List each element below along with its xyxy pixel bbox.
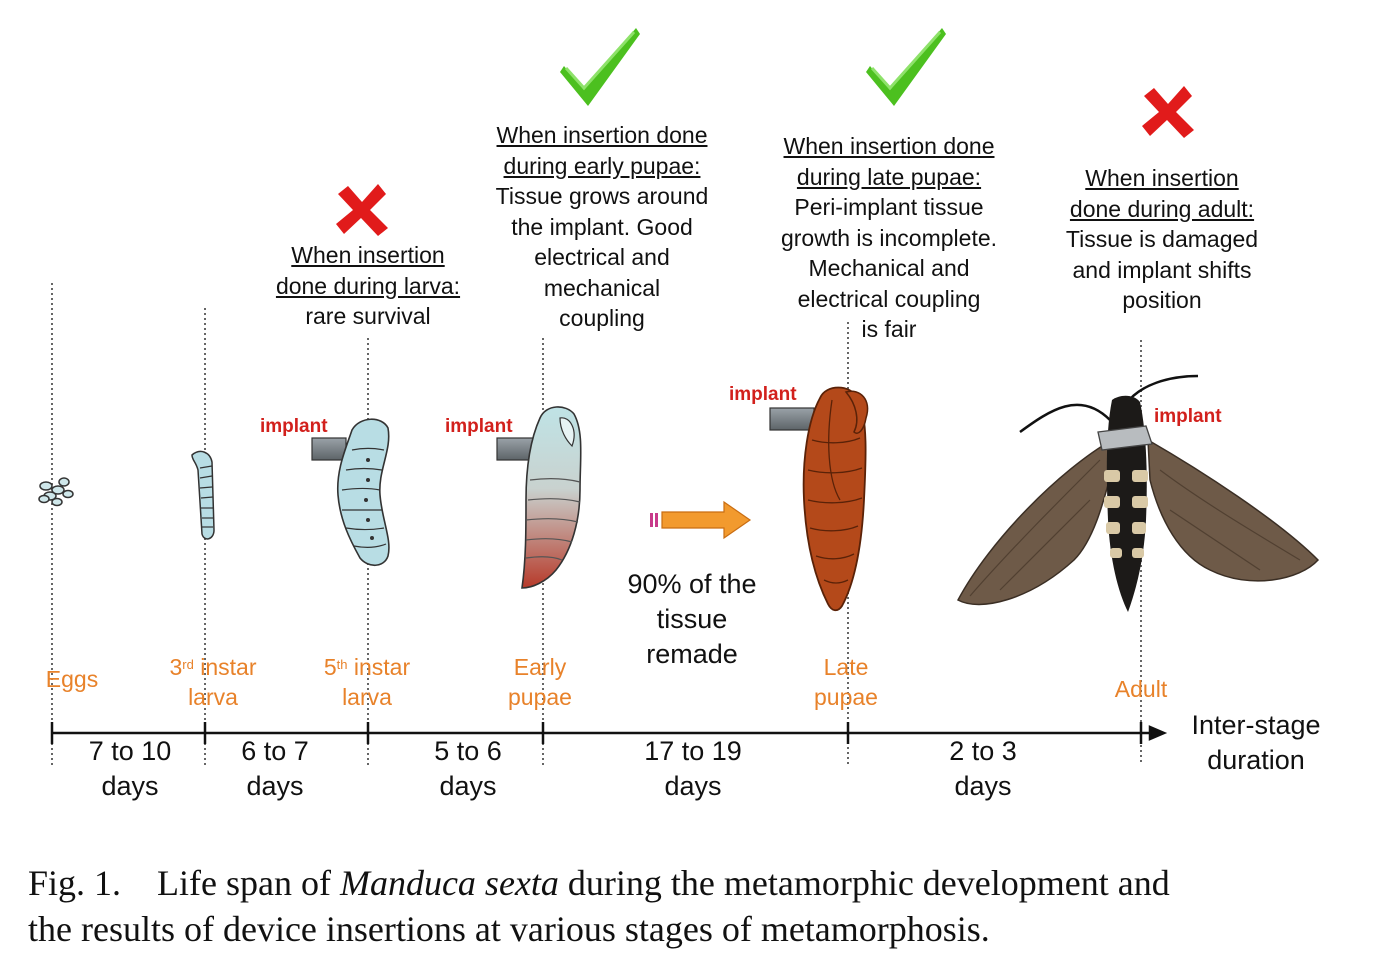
implant-rod [311,437,347,461]
third-instar-larva-illustration [191,450,215,540]
implant-rod [1097,425,1153,451]
adult-moth-illustration [956,374,1320,612]
implant-label-adult: implant [1154,406,1222,427]
stage-label-5th-instar-larva: 5th instar larva [323,654,411,710]
transition-arrow-icon [650,500,752,540]
stage-label-eggs: Eggs [45,666,99,692]
late-pupa-illustration [769,386,869,612]
implant-label-late-pupa: implant [729,384,797,405]
implant-rod [496,437,534,461]
note-adult: When insertion done during adult: Tissue… [1065,165,1259,313]
fifth-instar-larva-illustration [311,418,390,567]
stage-label-adult: Adult [1114,676,1168,702]
early-pupa-illustration [496,406,582,589]
check-icon [560,28,640,106]
stage-label-3rd-instar-larva: 3rd instar larva [169,654,257,710]
tissue-remade-text: 90% of the tissue remade [627,569,757,669]
figure-caption: Fig. 1. Life span of Manduca sexta durin… [28,863,1170,949]
check-icon [866,28,946,106]
eggs-illustration [38,477,74,507]
note-early-pupae: When insertion done during early pupae: … [495,122,709,331]
implant-label-larva: implant [260,416,328,437]
implant-label-early-pupa: implant [445,416,513,437]
implant-rod [769,407,815,431]
cross-icon [336,184,388,236]
note-late-pupae: When insertion done during late pupae: P… [780,133,998,342]
note-larva: When insertion done during larva: rare s… [275,242,461,329]
timeline-axis [50,722,1168,744]
cross-icon [1142,86,1194,138]
